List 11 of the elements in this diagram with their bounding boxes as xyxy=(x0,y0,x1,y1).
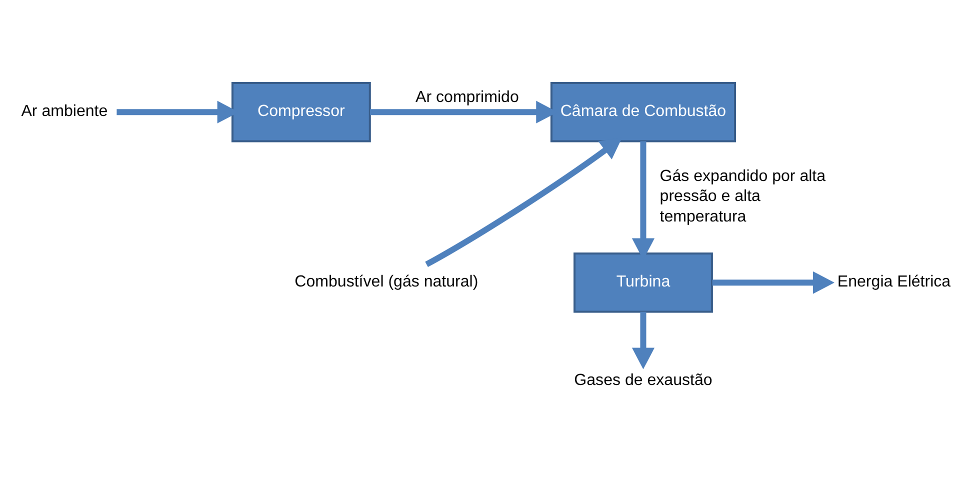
node-box: Câmara de Combustão xyxy=(550,82,736,142)
node-box: Turbina xyxy=(574,252,713,312)
edge-label: Gás expandido por alta pressão e alta temperatura xyxy=(660,166,826,225)
arrow xyxy=(632,311,655,369)
node-text: Combustível (gás natural) xyxy=(294,272,478,290)
node-text: Ar ambiente xyxy=(21,101,108,120)
arrow xyxy=(712,270,834,294)
node-text: Gases de exaustão xyxy=(574,370,712,388)
edge-label: Ar comprimido xyxy=(416,87,519,106)
node-box: Compressor xyxy=(231,82,371,142)
node-text: Energia Elétrica xyxy=(837,272,951,290)
